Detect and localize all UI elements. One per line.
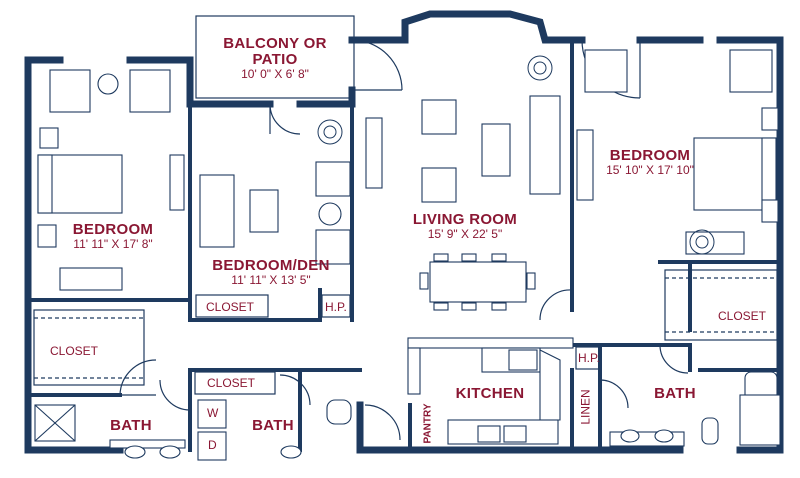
bedroom-right-name: BEDROOM (609, 147, 691, 164)
balcony-dims: 10' 0" X 6' 8" (241, 66, 309, 81)
bath-right-label: BATH (640, 386, 710, 402)
plants (317, 55, 715, 255)
bath-left-label: BATH (96, 418, 166, 434)
linen-label: LINEN (578, 389, 593, 425)
closet-right-label: CLOSET (718, 309, 767, 323)
living-room-label: LIVING ROOM 15' 9" X 22' 5" (380, 212, 550, 240)
dryer-label: D (208, 438, 217, 452)
kitchen-label: KITCHEN (440, 386, 540, 402)
kitchen-name: KITCHEN (455, 385, 525, 402)
closet-left-label: CLOSET (50, 344, 99, 358)
bedroom-den-dims: 11' 11" X 13' 5" (231, 272, 311, 287)
washer-label: W (207, 406, 219, 420)
hp-right-label: H.P. (578, 351, 600, 365)
bedroom-left-dims: 11' 11" X 17' 8" (73, 236, 153, 251)
bedroom-left-name: BEDROOM (72, 221, 154, 238)
bedroom-right-label: BEDROOM 15' 10" X 17' 10" (575, 148, 725, 176)
walls (24, 10, 784, 454)
bedroom-den-label: BEDROOM/DEN 11' 11" X 13' 5" (192, 258, 350, 286)
balcony-name-line2: PATIO (252, 50, 298, 68)
closet-den-label: CLOSET (206, 300, 255, 314)
balcony-name-line1: BALCONY OR (223, 35, 327, 52)
balcony-label: BALCONY OR PATIO 10' 0" X 6' 8" (196, 36, 354, 80)
bedroom-left-label: BEDROOM 11' 11" X 17' 8" (28, 222, 198, 250)
bath-middle-name: BATH (252, 417, 294, 434)
living-room-name: LIVING ROOM (412, 211, 518, 228)
bath-right-name: BATH (654, 385, 696, 402)
furniture (34, 49, 781, 461)
hp-den-label: H.P. (325, 300, 347, 314)
bedroom-den-name: BEDROOM/DEN (212, 257, 330, 274)
bath-middle-label: BATH (238, 418, 308, 434)
closet-middle-label: CLOSET (207, 376, 256, 390)
pantry-label: PANTRY (422, 403, 434, 444)
bath-left-name: BATH (110, 417, 152, 434)
living-room-dims: 15' 9" X 22' 5" (427, 226, 503, 241)
bedroom-right-dims: 15' 10" X 17' 10" (606, 162, 694, 177)
